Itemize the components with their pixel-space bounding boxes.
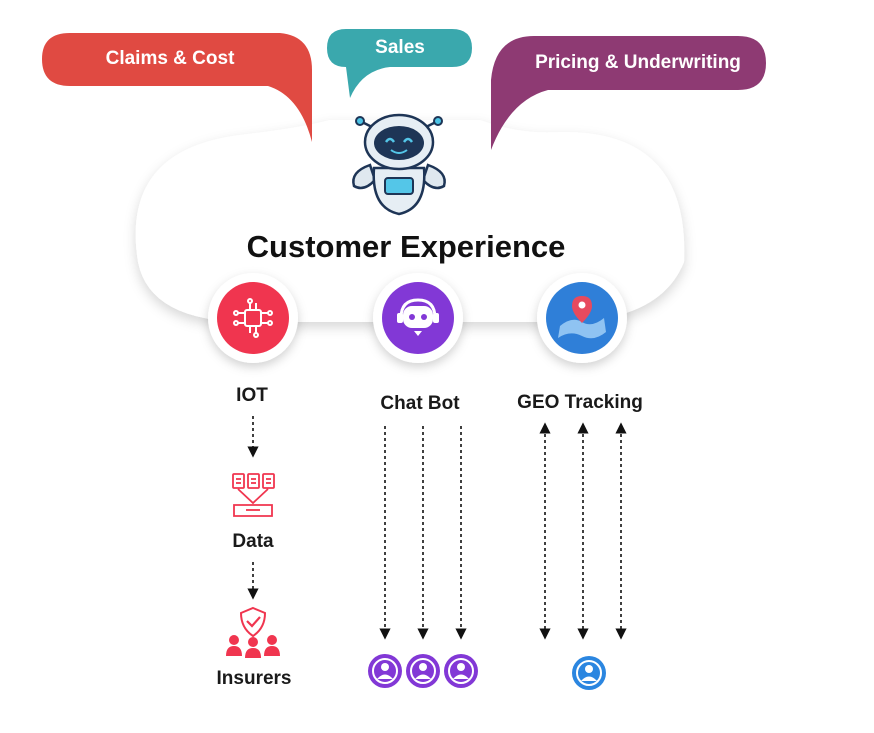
headset-bot-icon: [397, 298, 439, 336]
iot-node: [208, 273, 298, 363]
chatbot-label: Chat Bot: [380, 393, 460, 414]
shield-team-icon: [226, 606, 280, 658]
insurers-label: Insurers: [216, 668, 292, 689]
sales-label: Sales: [375, 37, 425, 58]
sales-bubble-shape: [327, 29, 472, 98]
geo-tracking-node: [537, 273, 627, 363]
customer-experience-cloud: [135, 120, 685, 322]
data-label: Data: [232, 531, 274, 552]
user-avatar-icon: [406, 654, 440, 688]
user-avatar-icon: [368, 654, 402, 688]
documents-to-tray-icon: [232, 473, 275, 517]
claims-cost-label: Claims & Cost: [105, 48, 235, 69]
chatbot-node: [373, 273, 463, 363]
user-avatar-icon: [444, 654, 478, 688]
diagram-title: Customer Experience: [246, 229, 566, 264]
map-pin-icon: [558, 296, 606, 339]
geo-tracking-label: GEO Tracking: [517, 392, 643, 413]
claims-cost-bubble-shape: [42, 33, 312, 142]
pricing-underwriting-bubble-shape: [491, 36, 766, 150]
pricing-underwriting-label: Pricing & Underwriting: [535, 52, 741, 73]
user-avatar-icon: [572, 656, 606, 690]
iot-label: IOT: [236, 385, 268, 406]
circuit-chip-icon: [233, 298, 273, 338]
robot-mascot-icon: [352, 113, 446, 216]
